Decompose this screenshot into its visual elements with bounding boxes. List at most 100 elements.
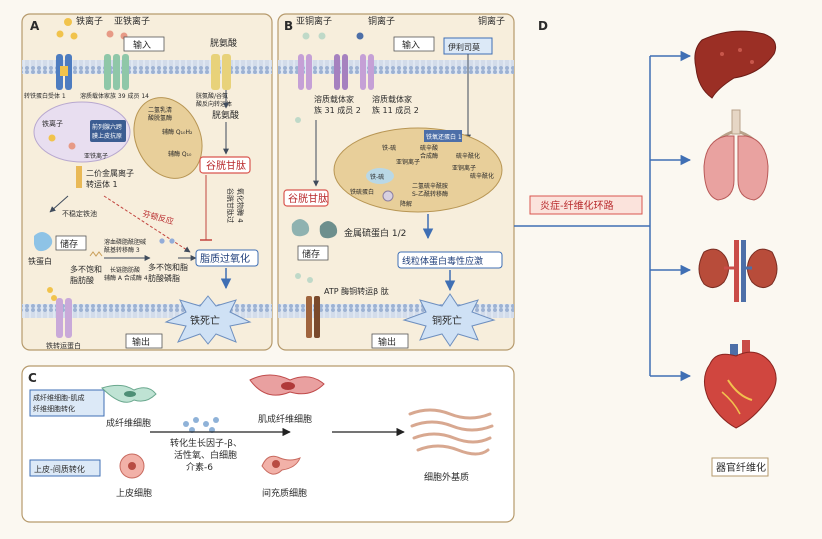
input-box-a [123, 36, 165, 52]
pufa-label-2: 脂肪酸 [70, 275, 94, 285]
liver-icon [694, 30, 777, 99]
panel-a-letter: A [30, 19, 40, 33]
heart-icon [704, 340, 777, 429]
slc11a2-channel [360, 54, 366, 90]
cu-inside-label: 亚铜离子 [396, 158, 420, 166]
mito-stress-box [397, 251, 503, 269]
fatty-acid-icon [89, 251, 103, 257]
iron-ion-inside-label: 铁离子 [42, 119, 63, 128]
dhodh-label-2: 酸脱氢酶 [148, 114, 172, 122]
emt-label: 上皮-间质转化 [34, 464, 85, 474]
cuprous-ion-label: 亚铜离子 [296, 15, 332, 27]
lipoylation-label: 硫辛酰化 [470, 172, 494, 180]
coq10-label: 辅酶 Q₁₀ [168, 150, 192, 158]
fdx1-label: 铁氧还蛋白 1 [426, 133, 462, 141]
cuproptosis-label: 铜死亡 [432, 314, 462, 327]
acsl4-label-1: 长链脂肪酸 [110, 266, 140, 274]
dhodh-label-1: 二氢乳清 [148, 106, 172, 114]
slc7a11-label-1: 胱氨酸/谷氨 [196, 92, 228, 100]
mesenchymal-label: 间充质细胞 [262, 487, 307, 499]
fe-s-label-1: 铁-硫 [382, 144, 396, 152]
panel-d-letter: D [538, 19, 548, 33]
mitochondrion-b [333, 127, 503, 213]
slc31a1-channel [334, 54, 340, 90]
iron-ion-dot [64, 18, 72, 26]
factors-label-3: 介素-6 [186, 461, 213, 473]
iron-protein-label: 铁硫蛋白 [350, 188, 374, 196]
ecm-fibers-icon [408, 408, 494, 456]
slc39a14-channel [104, 54, 111, 90]
storage-label-b: 储存 [302, 248, 320, 260]
atp7b-channel [306, 296, 312, 338]
slc7a11-channel [211, 54, 220, 90]
fmt-label-1: 成纤维细胞-肌成 [33, 393, 85, 402]
mesenchymal-cell-icon [261, 455, 301, 475]
ferroptosis-label: 铁死亡 [190, 314, 220, 327]
lipid-perox-label: 脂质过氧化 [200, 252, 250, 265]
pufa-pl-label-1: 多不饱和脂 [148, 262, 188, 272]
factors-label-1: 转化生长因子-β、 [170, 437, 242, 449]
labile-iron-label: 不稳定铁池 [62, 209, 97, 218]
fibroblast-label: 成纤维细胞 [106, 417, 151, 429]
inflam-fibrosis-label: 炎症-纤维化环路 [540, 199, 614, 212]
epithelial-label: 上皮细胞 [116, 487, 152, 499]
ferrous-ion-dot [106, 30, 114, 38]
panel-c-frame [21, 365, 515, 523]
organ-fibrosis-box [711, 457, 769, 477]
mito-stress-label: 线粒体蛋白毒性应激 [402, 255, 483, 267]
gsh-box-b [283, 189, 329, 207]
fmt-box [29, 389, 105, 417]
emt-box [29, 459, 101, 477]
organ-fibrosis-label: 器官纤维化 [716, 461, 766, 474]
panel-c-letter: C [28, 371, 37, 385]
ferrous-ion-label: 亚铁离子 [114, 15, 150, 27]
steap3-label-1: 前列腺六跨 [92, 123, 122, 131]
slc31a2-channel [298, 54, 304, 90]
slc31a2-label-1: 溶质载体家 [314, 94, 354, 104]
ferritin-icon [34, 232, 53, 252]
iron-ion-dot [70, 32, 78, 40]
lpcat3-label-2: 酰基转移酶 3 [104, 246, 140, 254]
lipid-perox-box [195, 249, 259, 267]
output-box-a [125, 333, 163, 349]
gsh-label-a: 谷胱甘肽 [206, 159, 246, 172]
pufa-pl-label-2: 肪酸磷脂 [148, 273, 180, 283]
cell-membrane-top-b [278, 60, 514, 74]
cystine-label: 胱氨酸 [210, 37, 237, 49]
input-label-b: 输入 [402, 39, 420, 51]
dmt1-label-2: 转运体 1 [86, 179, 118, 189]
fe-s-label-2: 铁-硫 [370, 173, 384, 181]
fdx1-box [424, 130, 462, 142]
elesclomol-label: 伊利司莫 [448, 42, 480, 52]
degrade-label: 降解 [400, 200, 412, 208]
cuproptosis-burst [402, 293, 496, 347]
gpx4-label-2: 氧化物酶 4 [236, 188, 245, 223]
acsl4-label-2: 辅酶 A 合成酶 4 [104, 274, 148, 282]
dmt1-channel [76, 166, 82, 188]
storage-label-a: 储存 [60, 238, 78, 250]
gsh-box-a [199, 156, 251, 174]
dlat-label-1: 二氢硫辛酰胺 [412, 182, 448, 190]
ecm-label: 细胞外基质 [424, 471, 469, 483]
coq10h2-label: 辅酶 Q₁₀H₂ [162, 128, 193, 136]
mitochondrion-a [133, 97, 203, 179]
factors-label-2: 活性氧、白细胞 [174, 449, 237, 461]
input-label-a: 输入 [133, 39, 151, 51]
copper-ion-label-2: 铜离子 [478, 15, 505, 27]
panel-b-letter: B [284, 19, 293, 33]
dmt1-label-1: 二价金属离子 [86, 168, 134, 178]
endosome [33, 101, 131, 163]
metallothionein-icon [291, 219, 310, 237]
inflam-fibrosis-box [529, 195, 643, 215]
slc11a2-label-1: 溶质载体家 [372, 94, 412, 104]
ferroportin-label: 铁转运蛋白 [46, 341, 81, 350]
lias-label-1: 硫辛酸 [420, 144, 438, 152]
tfr1-channel [56, 54, 63, 90]
steap3-label-2: 膜上皮抗原 [92, 132, 122, 140]
storage-box-b [297, 245, 329, 261]
output-label-b: 输出 [378, 336, 396, 348]
cu-ion2-label: 亚铜离子 [452, 164, 476, 172]
kidney-icon [698, 240, 778, 302]
ferroportin-channel [56, 298, 63, 338]
